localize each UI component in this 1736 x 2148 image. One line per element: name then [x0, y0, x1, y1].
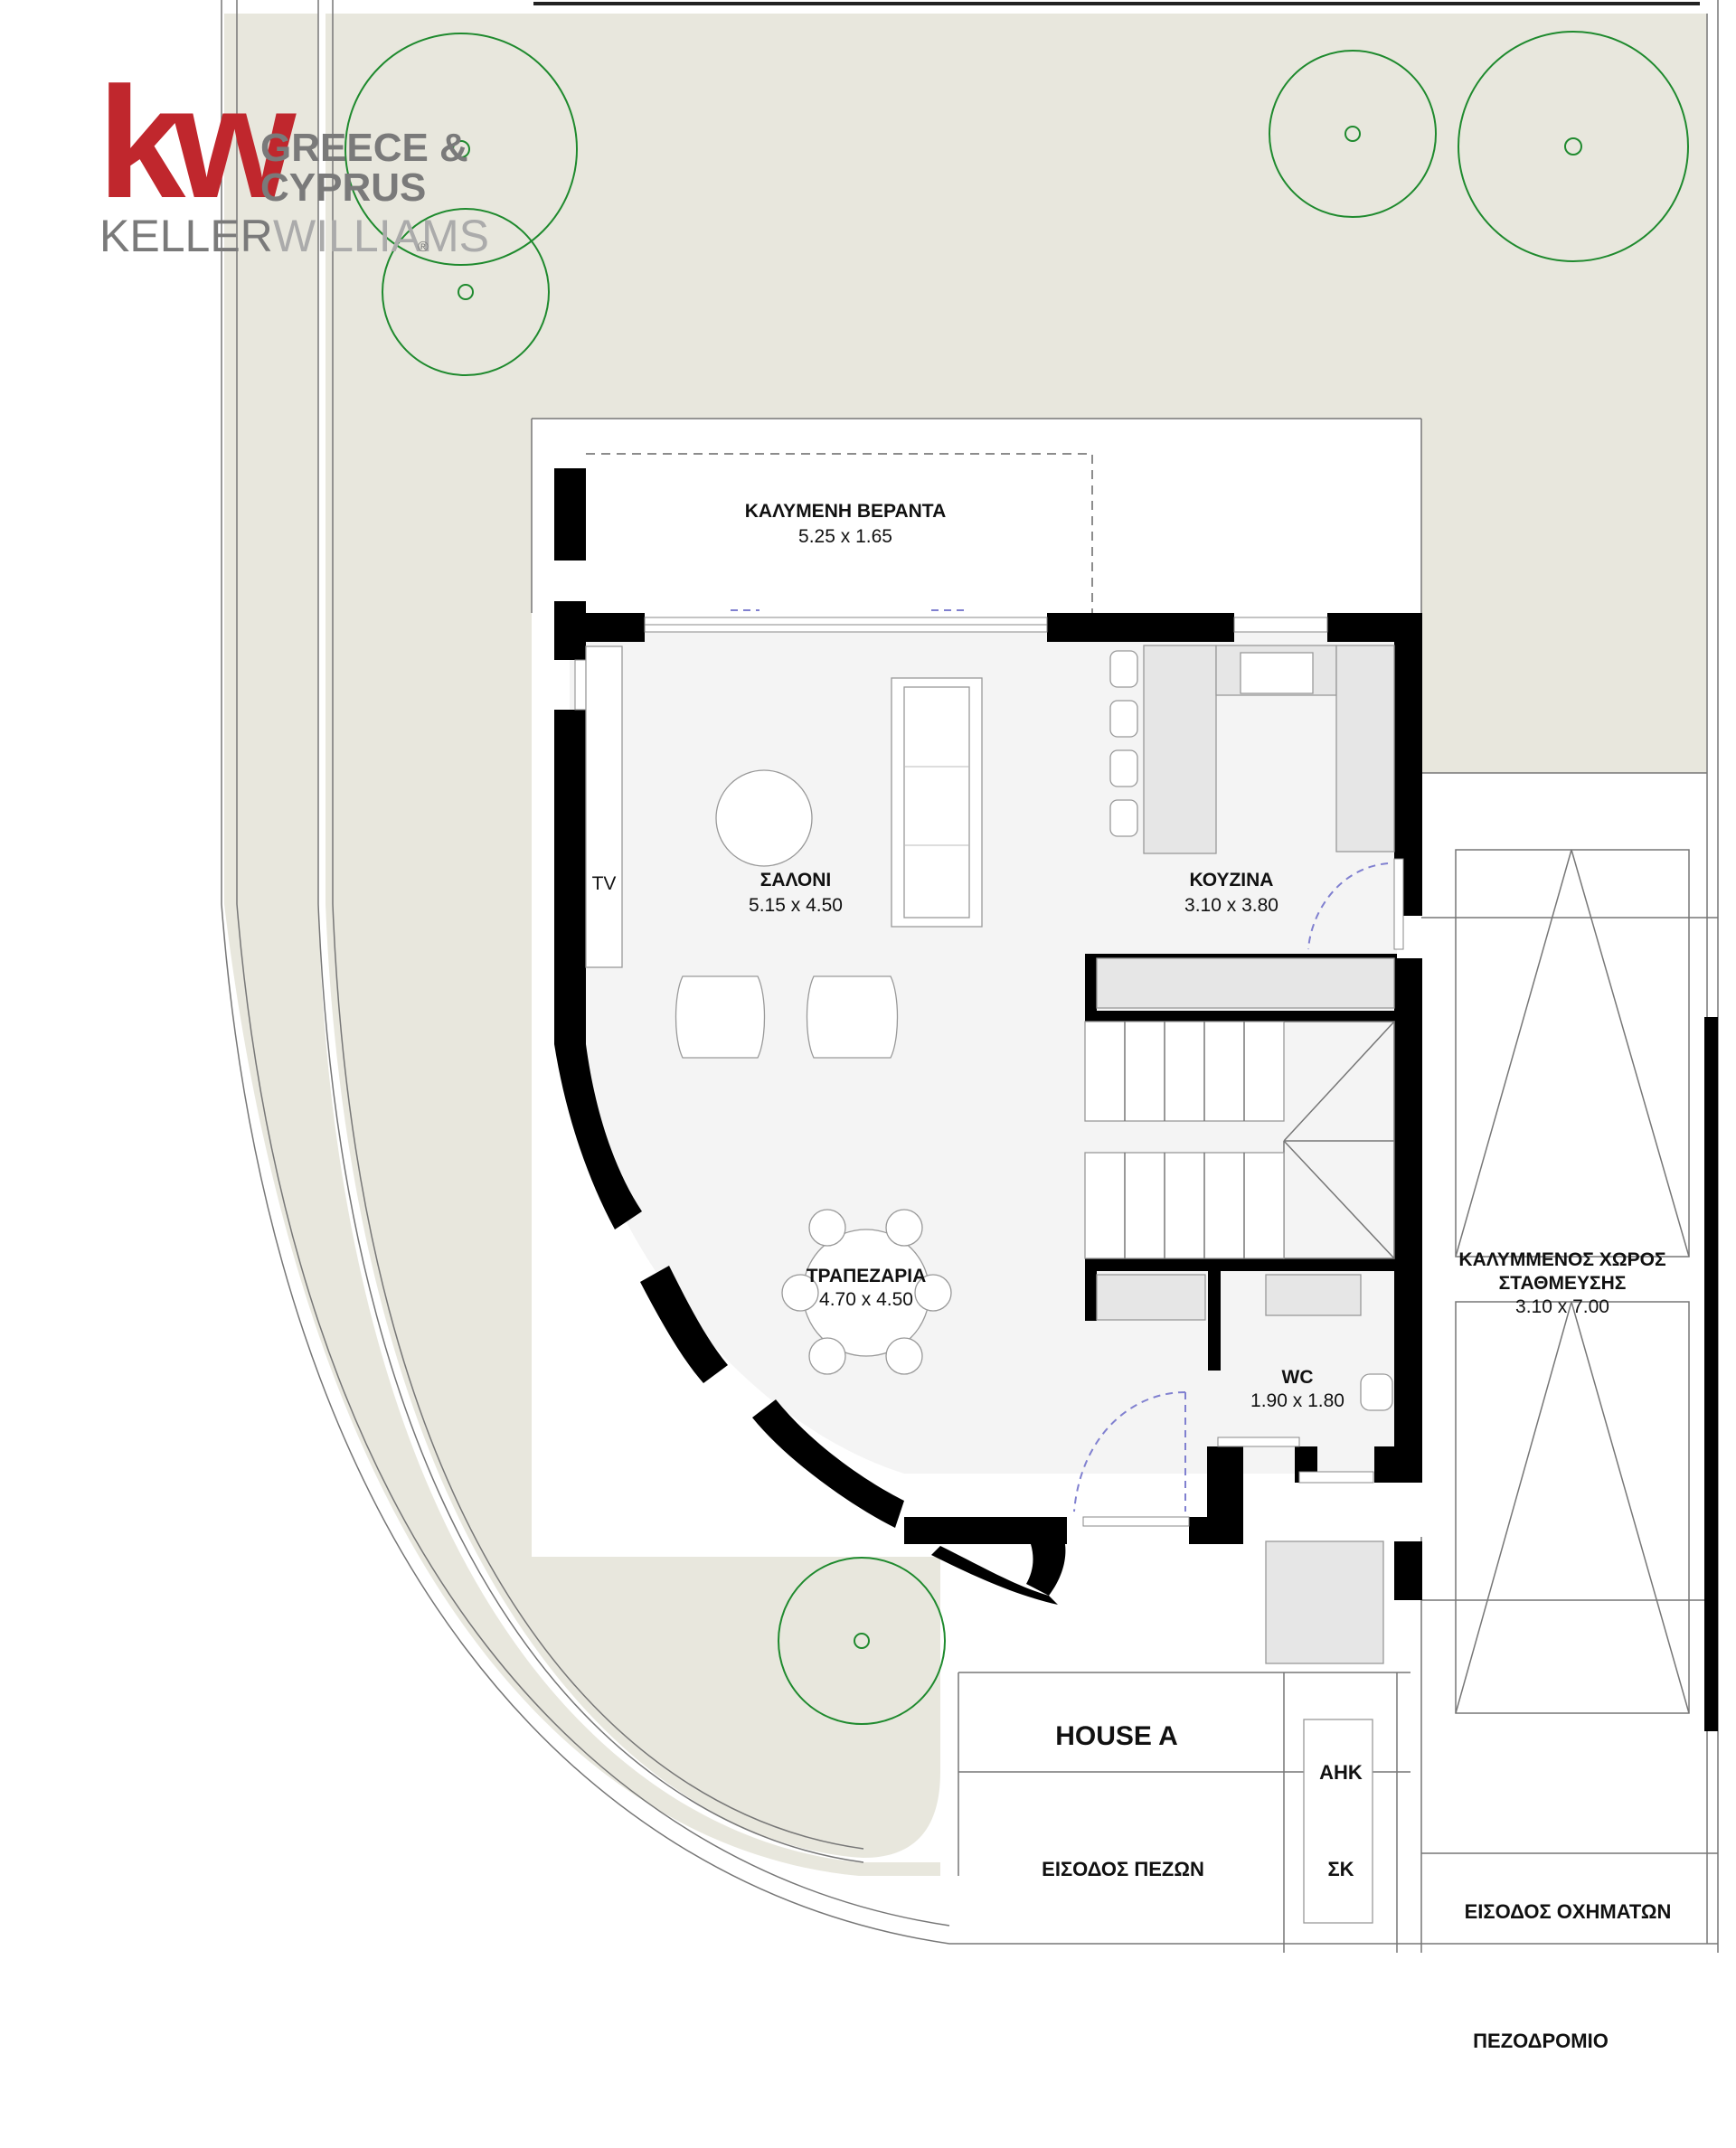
- windows: [574, 617, 1404, 1527]
- room-veranda: ΚΑΛΥΜΕΝΗ ΒΕΡΑΝΤΑ 5.25 x 1.65: [745, 501, 947, 547]
- logo-brand-keller: KELLER: [99, 211, 273, 261]
- meter-box: [1303, 1719, 1373, 1924]
- tv-label: TV: [592, 873, 617, 894]
- veranda-name: ΚΑΛΥΜΕΝΗ ΒΕΡΑΝΤΑ: [745, 501, 947, 522]
- room-kitchen: ΚΟΥΖΙΝΑ 3.10 x 3.80: [1184, 870, 1278, 916]
- vehicle-entrance-label: ΕΙΣΟΔΟΣ ΟΧΗΜΑΤΩΝ: [1465, 1900, 1672, 1923]
- house-label: HOUSE A: [1055, 1721, 1178, 1751]
- site-boundaries: [221, 0, 1719, 1953]
- kitchen-name: ΚΟΥΖΙΝΑ: [1190, 870, 1274, 890]
- logo-region-line1: GREECE &: [260, 126, 468, 170]
- keller-williams-logo: kw GREECE & CYPRUS KELLER WILLIAMS ®: [98, 55, 489, 261]
- kitchen-island: [1143, 645, 1217, 854]
- walls: [554, 468, 1718, 1731]
- meter-sk-label: ΣΚ: [1327, 1858, 1354, 1880]
- veranda: [531, 418, 1422, 615]
- room-living: ΣΑΛΟΝΙ 5.15 x 4.50: [749, 870, 843, 916]
- kitchen-furniture: [1096, 645, 1395, 1009]
- logo-monogram: kw: [98, 55, 297, 231]
- room-dining: ΤΡΑΠΕΖΑΡΙΑ 4.70 x 4.50: [807, 1266, 927, 1310]
- dining-name: ΤΡΑΠΕΖΑΡΙΑ: [807, 1266, 927, 1286]
- entrance-planter: [1265, 1540, 1384, 1664]
- kitchen-dims: 3.10 x 3.80: [1184, 895, 1278, 916]
- tree-icon: [382, 208, 550, 376]
- room-parking: ΚΑΛΥΜΜΕΝΟΣ ΧΩΡΟΣ ΣΤΑΘΜΕΥΣΗΣ 3.10 x 7.00: [1458, 1249, 1665, 1317]
- toilet-icon: [1360, 1373, 1393, 1411]
- sidewalk-label: ΠΕΖΟΔΡΟΜΙΟ: [1473, 2030, 1609, 2052]
- room-wc: WC 1.90 x 1.80: [1250, 1367, 1344, 1411]
- doors: [731, 609, 1389, 1512]
- tree-icon: [1269, 50, 1437, 218]
- armchair: [806, 975, 899, 1059]
- dining-dims: 4.70 x 4.50: [819, 1289, 913, 1310]
- wc-dims: 1.90 x 1.80: [1250, 1390, 1344, 1411]
- armchair: [675, 975, 766, 1059]
- tree-icon: [778, 1557, 946, 1725]
- living-name: ΣΑΛΟΝΙ: [760, 870, 832, 890]
- logo-brand-williams: WILLIAMS: [273, 211, 489, 261]
- parking: [1455, 849, 1690, 1714]
- living-furniture: [585, 645, 983, 1059]
- parking-name-line2: ΣΤΑΘΜΕΥΣΗΣ: [1499, 1273, 1627, 1294]
- dining-furniture: [781, 1209, 952, 1375]
- tree-icon: [344, 33, 578, 266]
- trees: [344, 31, 1689, 1725]
- staircase: [1084, 1021, 1395, 1321]
- sink-icon: [1240, 652, 1314, 694]
- veranda-dims: 5.25 x 1.65: [798, 526, 892, 547]
- wc-name: WC: [1282, 1367, 1314, 1388]
- living-dims: 5.15 x 4.50: [749, 895, 843, 916]
- garden: [224, 14, 1707, 1876]
- logo-registered-mark: ®: [418, 240, 429, 255]
- wc-fixtures: [1265, 1274, 1393, 1411]
- pedestrian-entrance-label: ΕΙΣΟΔΟΣ ΠΕΖΩΝ: [1042, 1858, 1204, 1880]
- parking-dims: 3.10 x 7.00: [1515, 1296, 1609, 1317]
- parking-name-line1: ΚΑΛΥΜΜΕΝΟΣ ΧΩΡΟΣ: [1458, 1249, 1665, 1270]
- washbasin-icon: [1265, 1274, 1362, 1316]
- tree-icon: [1458, 31, 1689, 262]
- meter-ahk-label: ΑΗΚ: [1319, 1761, 1363, 1784]
- logo-region-line2: CYPRUS: [260, 165, 426, 210]
- coffee-table: [715, 769, 813, 867]
